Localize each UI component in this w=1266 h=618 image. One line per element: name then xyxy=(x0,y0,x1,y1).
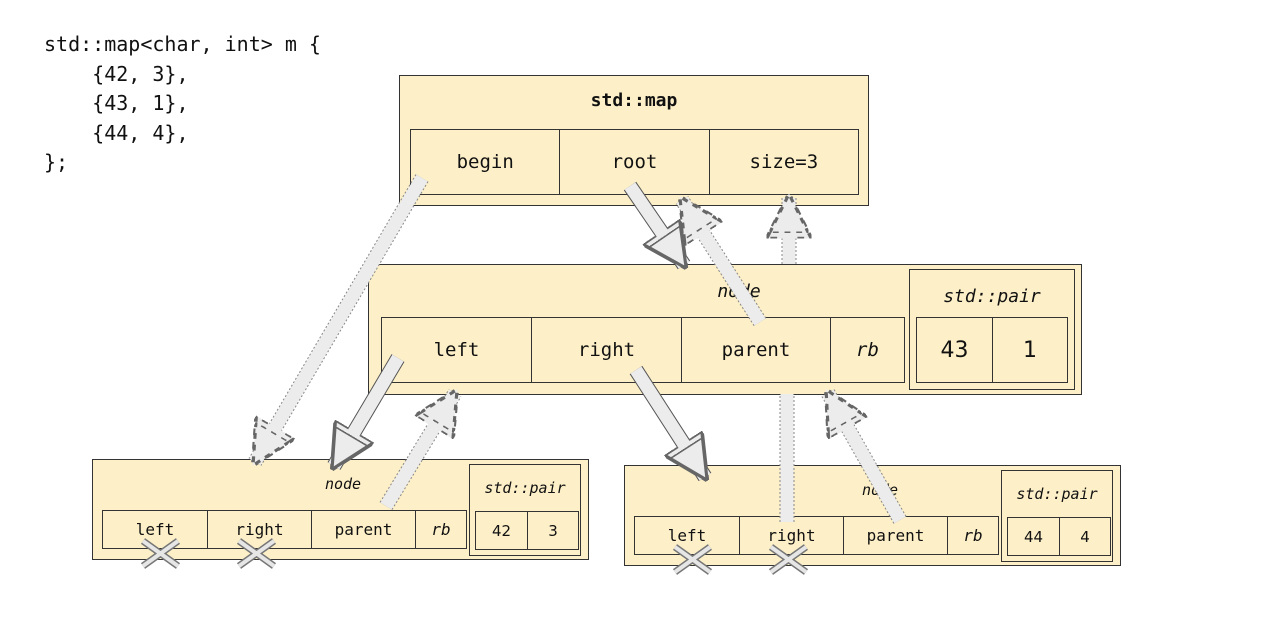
right-node-right: right xyxy=(739,517,843,554)
left-pair-values: 42 3 xyxy=(475,511,579,550)
right-node-rb: rb xyxy=(947,517,998,554)
right-node-fields: left right parent rb xyxy=(634,516,999,555)
code-line: std::map<char, int> m { xyxy=(44,32,321,56)
left-pair-value: 3 xyxy=(527,512,578,549)
root-pair-value: 1 xyxy=(992,318,1067,382)
map-title: std::map xyxy=(590,90,678,111)
right-pair-box: std::pair 44 4 xyxy=(1001,470,1113,562)
left-parent-arrow xyxy=(379,393,455,510)
right-pair-key: 44 xyxy=(1023,527,1044,546)
root-left-arrow xyxy=(327,354,405,466)
right-pair-value: 4 xyxy=(1059,518,1110,555)
right-parent-arrow xyxy=(828,393,907,524)
root-pointer-arrow xyxy=(623,181,691,265)
begin-pointer-arrow xyxy=(255,174,429,462)
root-pair-title: std::pair xyxy=(943,286,1041,307)
right-pair-title: std::pair xyxy=(1016,485,1098,503)
root-node-right: right xyxy=(531,318,681,382)
right-node-parent: parent xyxy=(843,517,947,554)
root-right-arrow xyxy=(629,365,712,477)
left-node-left: left xyxy=(135,520,175,539)
right-node-left: left xyxy=(667,526,707,545)
left-node-parent: parent xyxy=(311,511,415,548)
right-pair-values: 44 4 xyxy=(1007,517,1111,556)
left-node-label: node xyxy=(324,475,362,493)
code-snippet: std::map<char, int> m { {42, 3}, {43, 1}… xyxy=(44,30,321,178)
root-node-parent: parent xyxy=(681,318,830,382)
code-line: {44, 4}, xyxy=(44,120,189,145)
left-pair-box: std::pair 42 3 xyxy=(469,464,581,556)
null-marker-fill xyxy=(141,539,808,574)
code-line: {43, 1}, xyxy=(44,91,189,115)
root-node-box: node left right parent rb std::pair 43 1 xyxy=(368,264,1082,395)
code-line: }; xyxy=(44,150,69,174)
root-parent-arrow xyxy=(682,200,767,327)
code-line: {42, 3}, xyxy=(44,61,189,86)
left-pair-title: std::pair xyxy=(484,479,566,497)
left-pair-key: 42 xyxy=(491,521,512,540)
root-pair-box: std::pair 43 1 xyxy=(909,269,1075,390)
root-pair-values: 43 1 xyxy=(916,317,1068,383)
map-field-begin: begin xyxy=(456,151,514,173)
root-pair-key: 43 xyxy=(940,337,969,363)
left-node-right: right xyxy=(207,511,311,548)
left-node-rb: rb xyxy=(415,511,466,548)
left-node-fields: left right parent rb xyxy=(102,510,467,549)
